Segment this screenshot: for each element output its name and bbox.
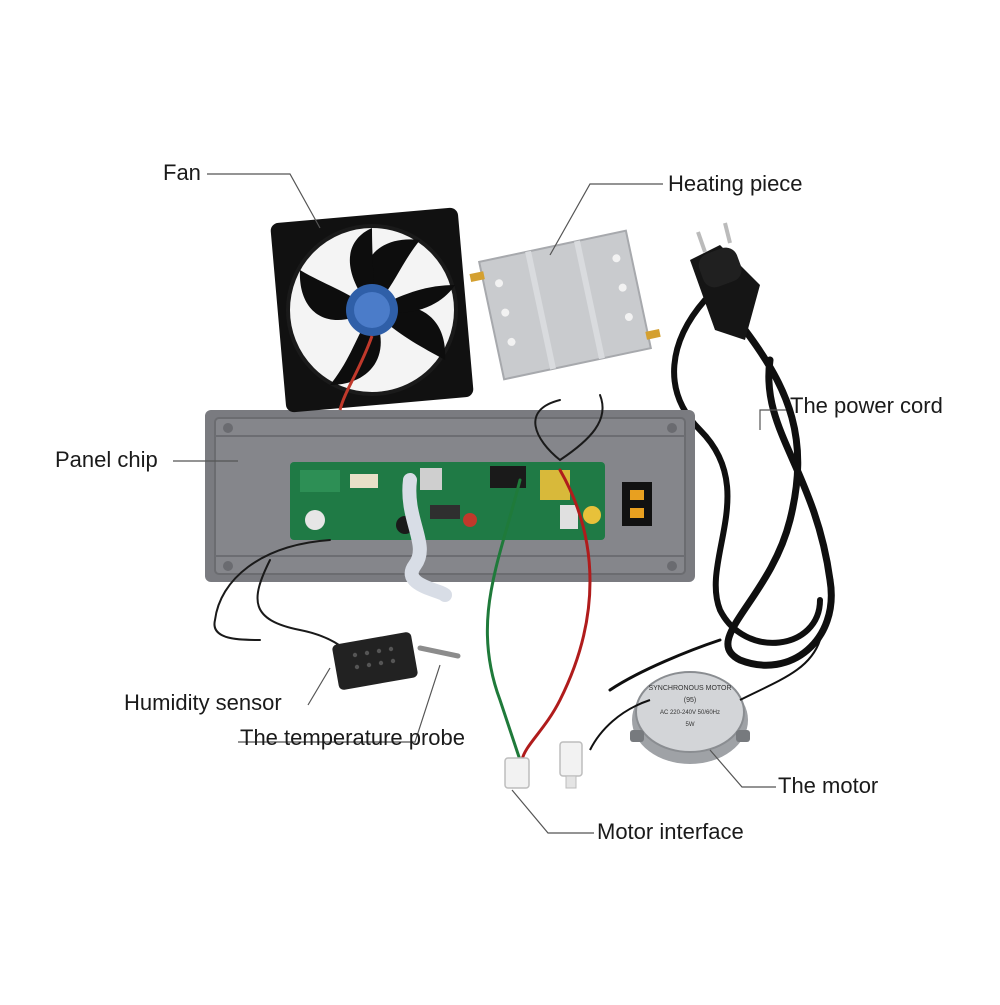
label-motor-interface: Motor interface: [597, 819, 744, 844]
label-temperature-probe: The temperature probe: [240, 725, 466, 750]
label-panel-chip: Panel chip: [55, 447, 158, 472]
synchronous-motor: [589, 639, 821, 764]
motor-print-badge: (95): [684, 697, 696, 704]
leader-humidity-sensor: [307, 667, 331, 706]
leader-motor-interface: [511, 789, 594, 834]
terminal-block: [622, 482, 652, 526]
heating-element: [469, 229, 661, 381]
wiring: [213, 394, 604, 762]
motor-print-spec-1: AC 220-240V 50/60Hz: [660, 710, 720, 716]
label-humidity-sensor: Humidity sensor: [124, 690, 282, 715]
leader-lines: [173, 173, 786, 834]
leader-temperature-probe: [238, 664, 441, 743]
ribbon-cable: [402, 473, 452, 602]
leader-fan: [207, 173, 321, 229]
label-motor: The motor: [778, 773, 879, 798]
power-plug: [690, 222, 760, 340]
motor-print-title: SYNCHRONOUS MOTOR: [648, 685, 731, 692]
label-heating-piece: Heating piece: [668, 171, 803, 196]
power-cord: [608, 297, 835, 692]
pcb-board: [290, 462, 605, 540]
label-fan: Fan: [163, 160, 201, 185]
humidity-sensor-probe: [332, 632, 461, 690]
label-power-cord: The power cord: [790, 393, 943, 418]
motor-connectors: [504, 741, 583, 789]
leader-motor: [709, 749, 776, 788]
cooling-fan: [270, 207, 474, 413]
leader-heating-piece: [549, 183, 663, 256]
motor-print-spec-2: 5W: [686, 722, 695, 728]
leader-power-cord: [759, 409, 786, 430]
